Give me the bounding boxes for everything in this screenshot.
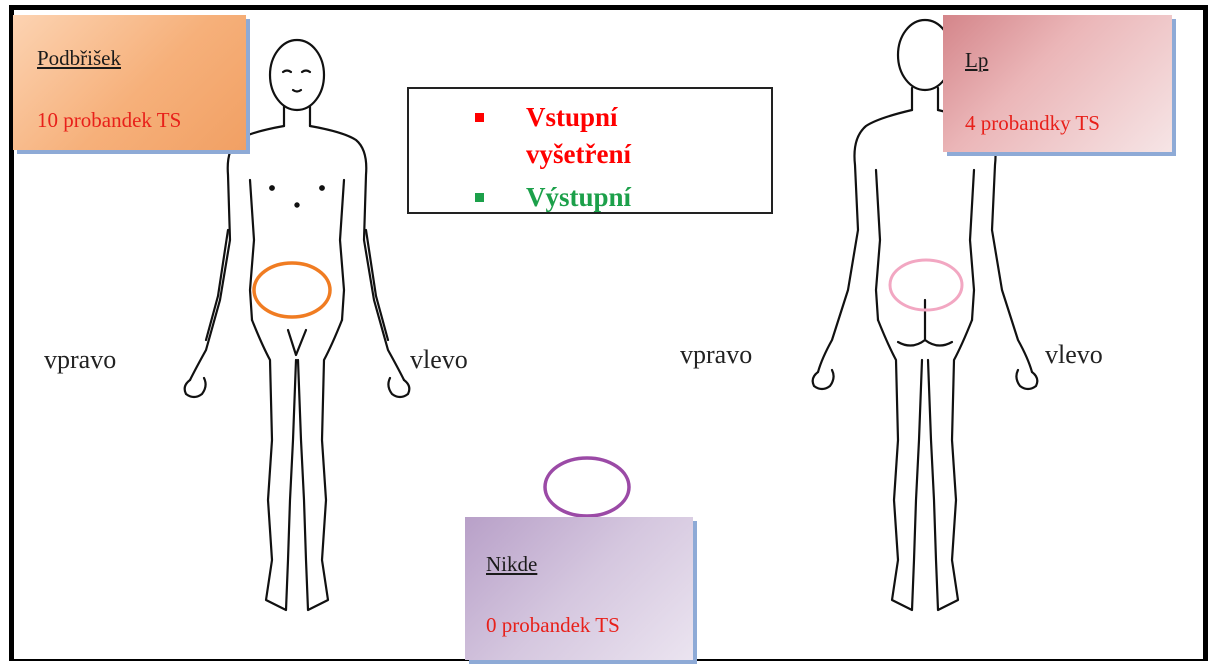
callout-nikde-count: 0 probandek TS (486, 613, 620, 638)
callout-podbrisek-title: Podbřišek (37, 46, 121, 71)
callout-lp-count: 4 probandky TS (965, 111, 1100, 136)
front-left-side-label: vlevo (410, 345, 468, 375)
back-right-side-label: vpravo (680, 340, 752, 370)
callout-lp-title: Lp (965, 48, 988, 73)
legend-box: Vstupní vyšetření Výstupní (407, 87, 773, 214)
marker-podbrisek (254, 263, 330, 317)
marker-nikde (545, 458, 629, 516)
legend-bullet-red (475, 113, 484, 122)
legend-label-vstupni: Vstupní vyšetření (526, 99, 726, 173)
callout-nikde-title: Nikde (486, 552, 537, 577)
front-right-side-label: vpravo (44, 345, 116, 375)
callout-podbrisek: Podbřišek 10 probandek TS (13, 15, 246, 150)
callout-podbrisek-count: 10 probandek TS (37, 108, 181, 133)
legend-label-vystupni: Výstupní (526, 179, 726, 214)
back-left-side-label: vlevo (1045, 340, 1103, 370)
callout-nikde: Nikde 0 probandek TS (465, 517, 693, 660)
legend-bullet-green (475, 193, 484, 202)
callout-lp: Lp 4 probandky TS (943, 15, 1172, 152)
